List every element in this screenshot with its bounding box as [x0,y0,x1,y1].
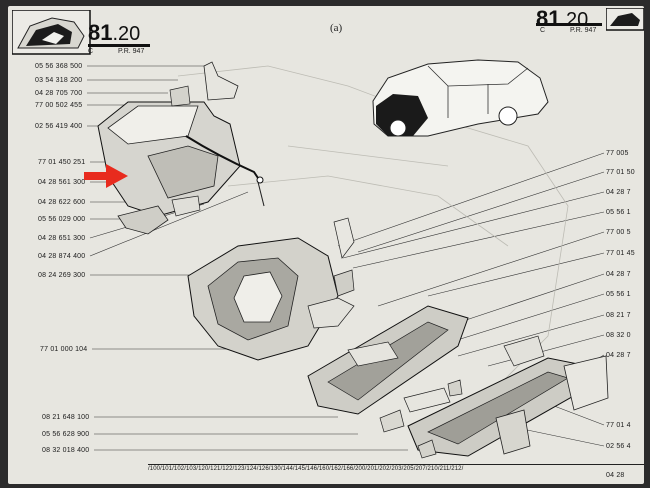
background-bodyshell [177,65,569,407]
part-number-label-right: 04 28 7 [606,189,631,196]
part-number-label: 05 56 029 000 [38,216,86,223]
part-number-label-right: 77 01 50 [606,169,635,176]
exploded-diagram [84,59,609,459]
part-number-label-right: 04 28 7 [606,352,631,359]
part-number-label-right: 08 21 7 [606,312,631,319]
part-number-label-right: 77 00 5 [606,229,631,236]
header-rule-right [536,23,602,26]
part-number-label: 08 32 018 400 [42,447,90,454]
pr-reference: P.R. 947 [118,48,145,55]
part-number-label-right: 77 005 [606,150,629,157]
part-number-label: 04 28 874 400 [38,253,86,260]
part-number-label: 03 54 318 200 [35,77,83,84]
part-number-label: 04 28 651 300 [38,235,86,242]
part-number-label-right: 08 32 0 [606,332,631,339]
car-silhouette [372,59,549,137]
part-number-label: 77 01 450 251 [38,159,86,166]
part-number-label: 05 56 368 500 [35,63,83,70]
part-number-label-right: 04 28 7 [606,271,631,278]
leader-lines-right [337,152,605,447]
side-rail-assembly [307,305,609,459]
part-number-label-right: 05 56 1 [606,291,631,298]
pr-reference-right: P.R. 947 [570,27,597,34]
vehicle-type-codes: /100/101/102/103/120/121/122/123/124/126… [148,466,464,472]
part-number-label: 02 56 419 400 [35,123,83,130]
c-mark-right: C [540,27,546,34]
front-assembly-top [97,61,265,235]
diagram-letter: (a) [330,22,343,34]
c-mark: C [88,48,94,55]
part-number-label: 77 00 502 455 [35,102,83,109]
part-number-label-right: 02 56 4 [606,443,631,450]
part-number-label: 08 21 648 100 [42,414,90,421]
part-number-label: 05 56 628 900 [42,431,90,438]
section-number: 81.20 [88,20,141,45]
header-rule [88,44,150,47]
part-number-label: 04 28 622 600 [38,199,86,206]
part-number-label-right: 04 28 [606,472,625,479]
part-number-label: 04 28 705 700 [35,90,83,97]
part-number-label: 04 28 561 300 [38,179,86,186]
parts-catalog-page: 81.20 C P.R. 947 (a) 81.20 C P.R. 947 05… [8,6,644,484]
thumbnail-image-right [606,8,644,31]
red-arrow-pointer [84,164,128,188]
part-number-label-right: 77 01 4 [606,422,631,429]
footer-rule [148,464,644,465]
thumbnail-image [12,10,91,55]
part-number-label: 08 24 269 300 [38,272,86,279]
wheel-arch-assembly [187,217,355,361]
part-number-label-right: 77 01 45 [606,250,635,257]
part-number-label-right: 05 56 1 [606,209,631,216]
part-number-label: 77 01 000 104 [40,346,88,353]
